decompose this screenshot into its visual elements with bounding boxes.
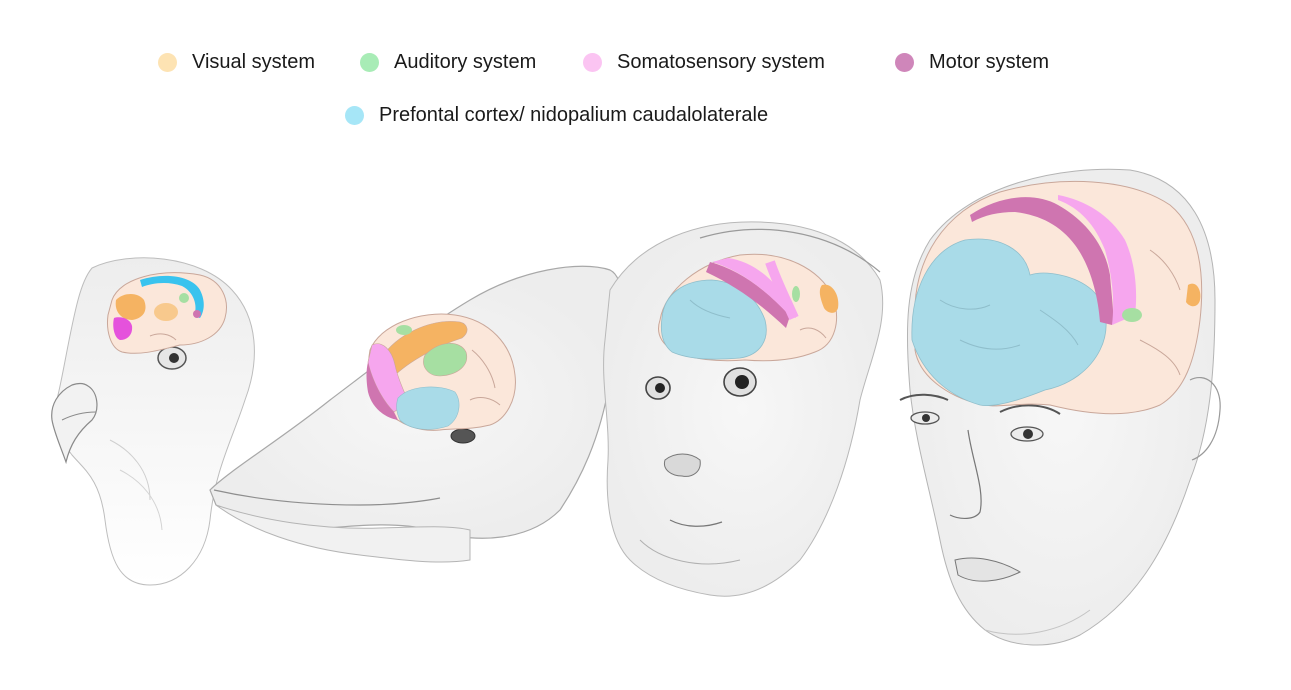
auditory-swatch [360, 53, 379, 72]
human-nose [949, 429, 982, 519]
dolphin-jaw [215, 504, 471, 563]
pigeon-auditory-area [179, 293, 189, 303]
pigeon-visual-area-2 [154, 303, 178, 321]
monkey-mouth [669, 519, 723, 527]
human-lips [954, 557, 1022, 582]
human-somato-band [1058, 195, 1137, 325]
pigeon-brain [107, 272, 227, 354]
dolphin-prefrontal-area [396, 386, 460, 430]
legend-label-motor: Motor system [929, 51, 1050, 73]
human-ear [1189, 377, 1221, 461]
legend-label-somatosensory: Somatosensory system [617, 51, 825, 73]
human-brain [911, 180, 1203, 415]
legend-label-prefrontal: Prefontal cortex/ nidopalium caudalolate… [379, 104, 769, 126]
legend-item-somatosensory: Somatosensory system [583, 51, 825, 74]
pigeon-somato-area [113, 317, 133, 340]
monkey-prefrontal-area [660, 279, 767, 360]
pigeon-visual-area [115, 294, 146, 320]
legend-item-prefrontal: Prefontal cortex/ nidopalium caudalolate… [345, 104, 768, 127]
somatosensory-swatch [583, 53, 602, 72]
dolphin-brain [366, 313, 516, 431]
legend-item-auditory: Auditory system [360, 51, 536, 74]
pigeon-beak-line [61, 411, 97, 421]
dolphin-motor-band [366, 362, 398, 420]
prefrontal-swatch [345, 106, 364, 125]
pigeon-ncl-band [140, 275, 204, 318]
dolphin-mouth-line [213, 489, 441, 506]
dolphin-auditory-area-2 [396, 325, 412, 335]
monkey-nose [663, 453, 701, 477]
monkey-motor-band [706, 262, 790, 328]
monkey-visual-area [819, 284, 839, 313]
human-motor-band [970, 197, 1114, 325]
monkey-auditory-area [792, 286, 800, 302]
monkey-brain [658, 253, 839, 362]
pigeon-beak [51, 383, 98, 465]
human-eyebrow-right [999, 404, 1061, 415]
dolphin-eye [450, 428, 476, 444]
dolphin-auditory-area [423, 343, 468, 377]
human-eyebrow-left [899, 393, 949, 401]
legend-item-visual: Visual system [158, 51, 315, 74]
legend-item-motor: Motor system [895, 51, 1049, 74]
legend-label-auditory: Auditory system [394, 51, 537, 73]
motor-swatch [895, 53, 914, 72]
pigeon-motor-area [193, 310, 201, 318]
human-visual-area [1186, 283, 1201, 307]
legend-label-visual: Visual system [192, 51, 316, 73]
dolphin-somato-band [367, 343, 409, 413]
visual-swatch [158, 53, 177, 72]
human-auditory-area [1122, 308, 1142, 322]
